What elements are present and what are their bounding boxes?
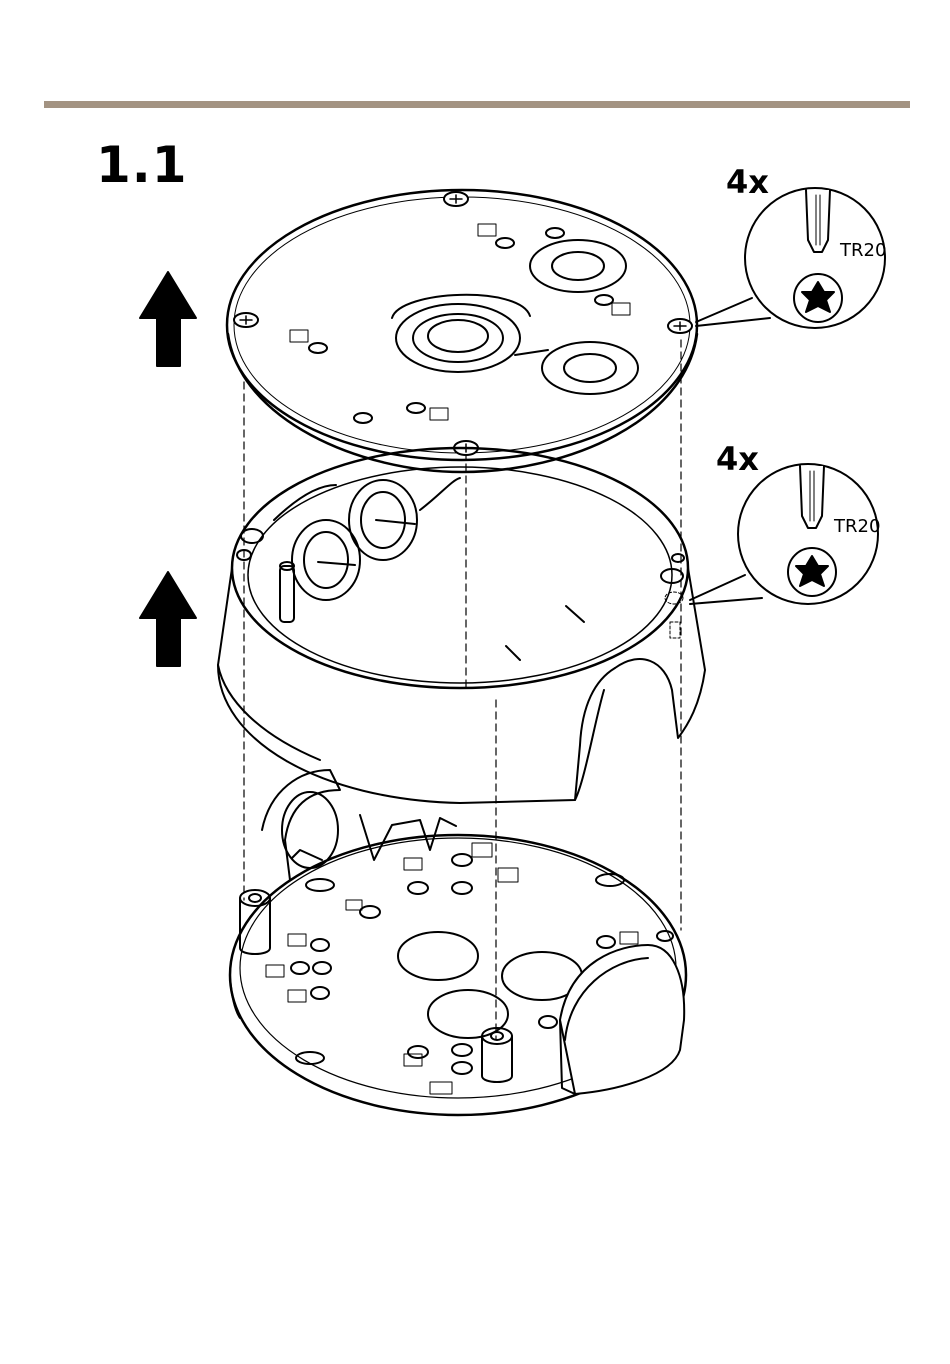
housing-ring (218, 448, 705, 803)
base-plate (230, 770, 686, 1115)
screw-icon (234, 313, 258, 327)
screw-icon (668, 319, 692, 333)
tool-label-top-overlay: TR20 (840, 240, 886, 261)
top-plate (227, 190, 697, 472)
tool-label-middle-overlay: TR20 (834, 516, 880, 537)
up-arrow-icon (140, 572, 196, 666)
screw-icon (444, 192, 468, 206)
up-arrow-icon (140, 272, 196, 366)
